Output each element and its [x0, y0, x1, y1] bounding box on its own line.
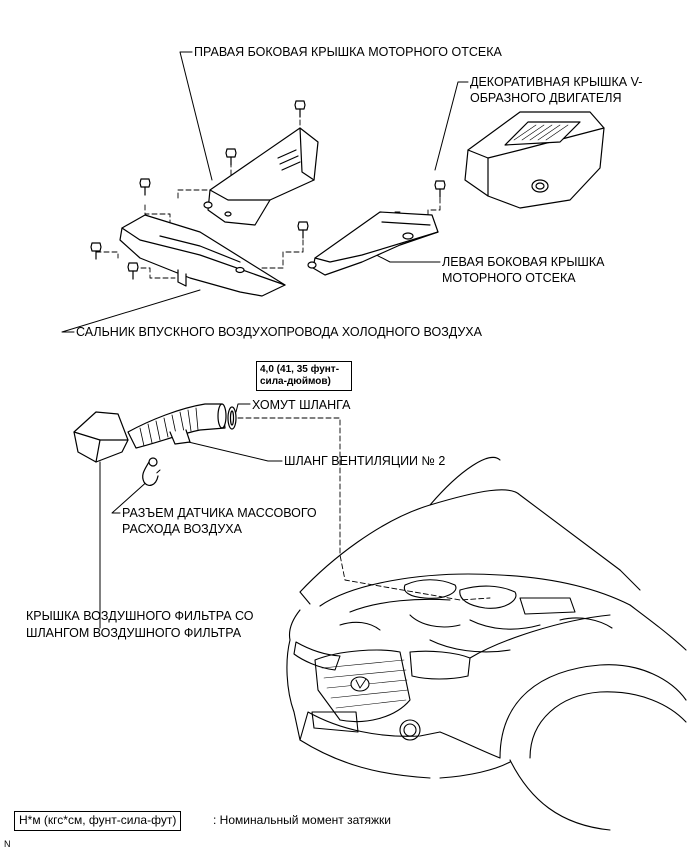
- right-side-cover-part: [203, 127, 319, 226]
- label-ventilation-hose: ШЛАНГ ВЕНТИЛЯЦИИ № 2: [284, 454, 446, 468]
- label-air-filter-cap-line2: ШЛАНГОМ ВОЗДУШНОГО ФИЛЬТРА: [26, 626, 242, 640]
- label-v-engine-cover-line1: ДЕКОРАТИВНАЯ КРЫШКА V-: [470, 75, 643, 89]
- air-filter-cap-part: [73, 403, 227, 486]
- label-v-engine-cover-line2: ОБРАЗНОГО ДВИГАТЕЛЯ: [470, 91, 622, 105]
- vehicle-illustration: [286, 456, 687, 831]
- bolt-icons: [90, 100, 446, 280]
- label-maf-connector-line2: РАСХОДА ВОЗДУХА: [122, 522, 242, 536]
- cool-air-intake-seal-part: [119, 214, 286, 297]
- label-maf-connector-line1: РАЗЪЕМ ДАТЧИКА МАССОВОГО: [122, 506, 317, 520]
- torque-spec-line1: 4,0 (41, 35 фунт-: [260, 364, 340, 375]
- leader-lines: [61, 51, 469, 629]
- torque-units-legend-box: Н*м (кгс*см, фунт-сила-фут): [14, 811, 182, 831]
- label-cool-air-seal: САЛЬНИК ВПУСКНОГО ВОЗДУХОПРОВОДА ХОЛОДНО…: [76, 325, 482, 339]
- hose-clamp-part: [227, 406, 237, 430]
- label-right-side-cover: ПРАВАЯ БОКОВАЯ КРЫШКА МОТОРНОГО ОТСЕКА: [194, 45, 502, 59]
- torque-spec-line2: сила-дюймов): [260, 376, 331, 387]
- label-air-filter-cap-line1: КРЫШКА ВОЗДУШНОГО ФИЛЬТРА СО: [26, 609, 254, 623]
- left-side-cover-part: [307, 211, 439, 276]
- label-hose-clamp: ХОМУТ ШЛАНГА: [252, 398, 351, 412]
- label-left-side-cover-line1: ЛЕВАЯ БОКОВАЯ КРЫШКА: [442, 255, 605, 269]
- label-left-side-cover-line2: МОТОРНОГО ОТСЕКА: [442, 271, 576, 285]
- torque-legend-description: : Номинальный момент затяжки: [213, 813, 391, 827]
- torque-spec-box: 4,0 (41, 35 фунт- сила-дюймов): [256, 361, 352, 391]
- figure-code: N: [4, 839, 11, 849]
- v-engine-cover-part: [464, 111, 605, 209]
